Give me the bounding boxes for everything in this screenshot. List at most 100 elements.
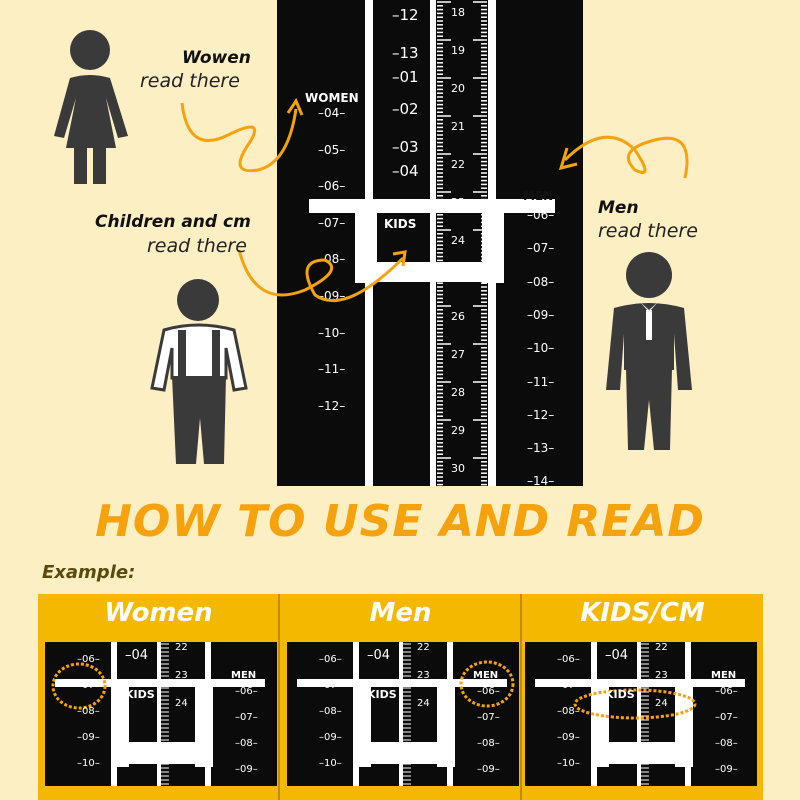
cm-scale-label: 23	[655, 670, 668, 681]
cm-scale-label: 24	[451, 234, 465, 247]
children-arrow-icon	[237, 249, 407, 303]
men-scale-label: –06–	[715, 686, 738, 697]
slider-part	[591, 742, 693, 764]
men-scale-title: MEN	[711, 670, 737, 681]
men-ruler-title: MEN	[523, 189, 554, 203]
slider-part	[111, 742, 213, 764]
women-scale-label: –04–	[318, 106, 346, 120]
women-label: Wowen	[182, 48, 251, 68]
women-scale-label: –09–	[77, 732, 100, 743]
men-scale-label: –09–	[527, 307, 555, 322]
women-scale-label: –07–	[318, 215, 346, 230]
page-title: HOW TO USE AND READ	[95, 496, 705, 547]
kids-scale-label: –02	[392, 100, 419, 118]
men-scale-label: –08–	[477, 738, 500, 749]
women-scale-label: –06–	[557, 654, 580, 665]
slider-part	[55, 679, 265, 687]
kids-scale-label: –04	[605, 648, 629, 663]
men-arrow-icon	[558, 135, 689, 179]
child-icon	[150, 279, 248, 464]
men-scale-label: –06–	[527, 208, 555, 222]
men-scale-label: –07–	[235, 712, 258, 723]
cm-ticks	[437, 1, 487, 486]
column-divider-2	[520, 594, 522, 800]
cm-scale-label: 22	[655, 642, 668, 653]
cm-scale-label: 24	[655, 698, 668, 709]
men-scale-label: –11–	[527, 374, 555, 389]
cm-scale-label: 23	[175, 670, 188, 681]
men-scale-label: –13–	[527, 441, 555, 456]
header-women: Women	[104, 598, 213, 628]
ruler-graphic	[309, 0, 555, 486]
header-kids: KIDS/CM	[580, 598, 705, 628]
cm-scale-label: 23	[451, 196, 465, 209]
men-scale-label: –08–	[715, 738, 738, 749]
example-panel-graphic	[297, 642, 515, 786]
women-arrow-icon	[180, 97, 304, 173]
cm-scale-label: 29	[451, 424, 465, 437]
slider-part	[353, 742, 455, 764]
cm-scale-label: 25	[451, 272, 465, 285]
women-ruler-title: WOMEN	[305, 91, 359, 105]
header-men: Men	[369, 598, 432, 628]
men-scale-label: –07–	[477, 712, 500, 723]
kids-scale-label: –04	[125, 648, 149, 663]
women-scale-label: –08–	[77, 706, 100, 717]
highlight-circle	[51, 662, 107, 710]
slider-part	[637, 642, 641, 786]
women-scale-label: –07–	[319, 680, 342, 691]
cm-scale-label: 20	[451, 82, 465, 95]
cm-scale-label: 26	[417, 756, 430, 767]
slider-bar	[309, 199, 555, 213]
kids-title: KIDS	[367, 688, 397, 701]
children-label: Children and cm	[95, 212, 251, 232]
cm-scale-label: 22	[417, 642, 430, 653]
women-scale-label: –11–	[318, 362, 346, 377]
men-scale-label: –10–	[527, 341, 555, 356]
cm-scale-label: 30	[451, 462, 465, 475]
cm-scale-label: 27	[451, 348, 465, 361]
example-label: Example:	[42, 562, 136, 583]
kids-ruler-title: KIDS	[384, 217, 417, 231]
women-scale-label: –07–	[77, 680, 100, 691]
column-divider-1	[278, 594, 280, 800]
women-scale-label: –10–	[77, 758, 100, 769]
cm-scale-label: 26	[655, 756, 668, 767]
women-scale-label: –05–	[318, 142, 346, 157]
slider-part	[157, 642, 161, 786]
kids-scale-label: –04	[367, 648, 391, 663]
slider-part	[297, 679, 507, 687]
men-scale-label: –06–	[235, 686, 258, 697]
men-scale-label: –09–	[477, 764, 500, 775]
man-icon	[606, 252, 692, 450]
women-scale-label: –10–	[557, 758, 580, 769]
men-scale-label: –08–	[527, 274, 555, 289]
kids-title: KIDS	[605, 688, 635, 701]
cm-track-left	[430, 0, 436, 486]
women-scale-label: –10–	[319, 758, 342, 769]
men-scale-label: –12–	[527, 407, 555, 422]
highlight-circle	[573, 688, 697, 720]
men-label: Men	[598, 198, 639, 218]
men-scale-title: MEN	[231, 670, 257, 681]
women-scale-label: –10–	[318, 325, 346, 340]
men-scale-title: MEN	[473, 670, 499, 681]
women-scale-label: –06–	[319, 654, 342, 665]
women-read-label: read there	[140, 70, 240, 92]
cm-scale-label: 22	[451, 158, 465, 171]
men-scale-label: –06–	[477, 686, 500, 697]
women-scale-label: –12–	[318, 398, 346, 413]
men-scale-label: –08–	[235, 738, 258, 749]
women-scale-label: –07–	[557, 680, 580, 691]
example-panel-graphic	[51, 642, 265, 786]
men-read-label: read there	[598, 220, 698, 242]
men-scale-label: –09–	[235, 764, 258, 775]
cm-scale-label: 24	[175, 698, 188, 709]
men-scale-label: –09–	[715, 764, 738, 775]
cm-scale-label: 26	[451, 310, 465, 323]
slider-part	[399, 642, 403, 786]
cm-scale-label: 18	[451, 6, 465, 19]
